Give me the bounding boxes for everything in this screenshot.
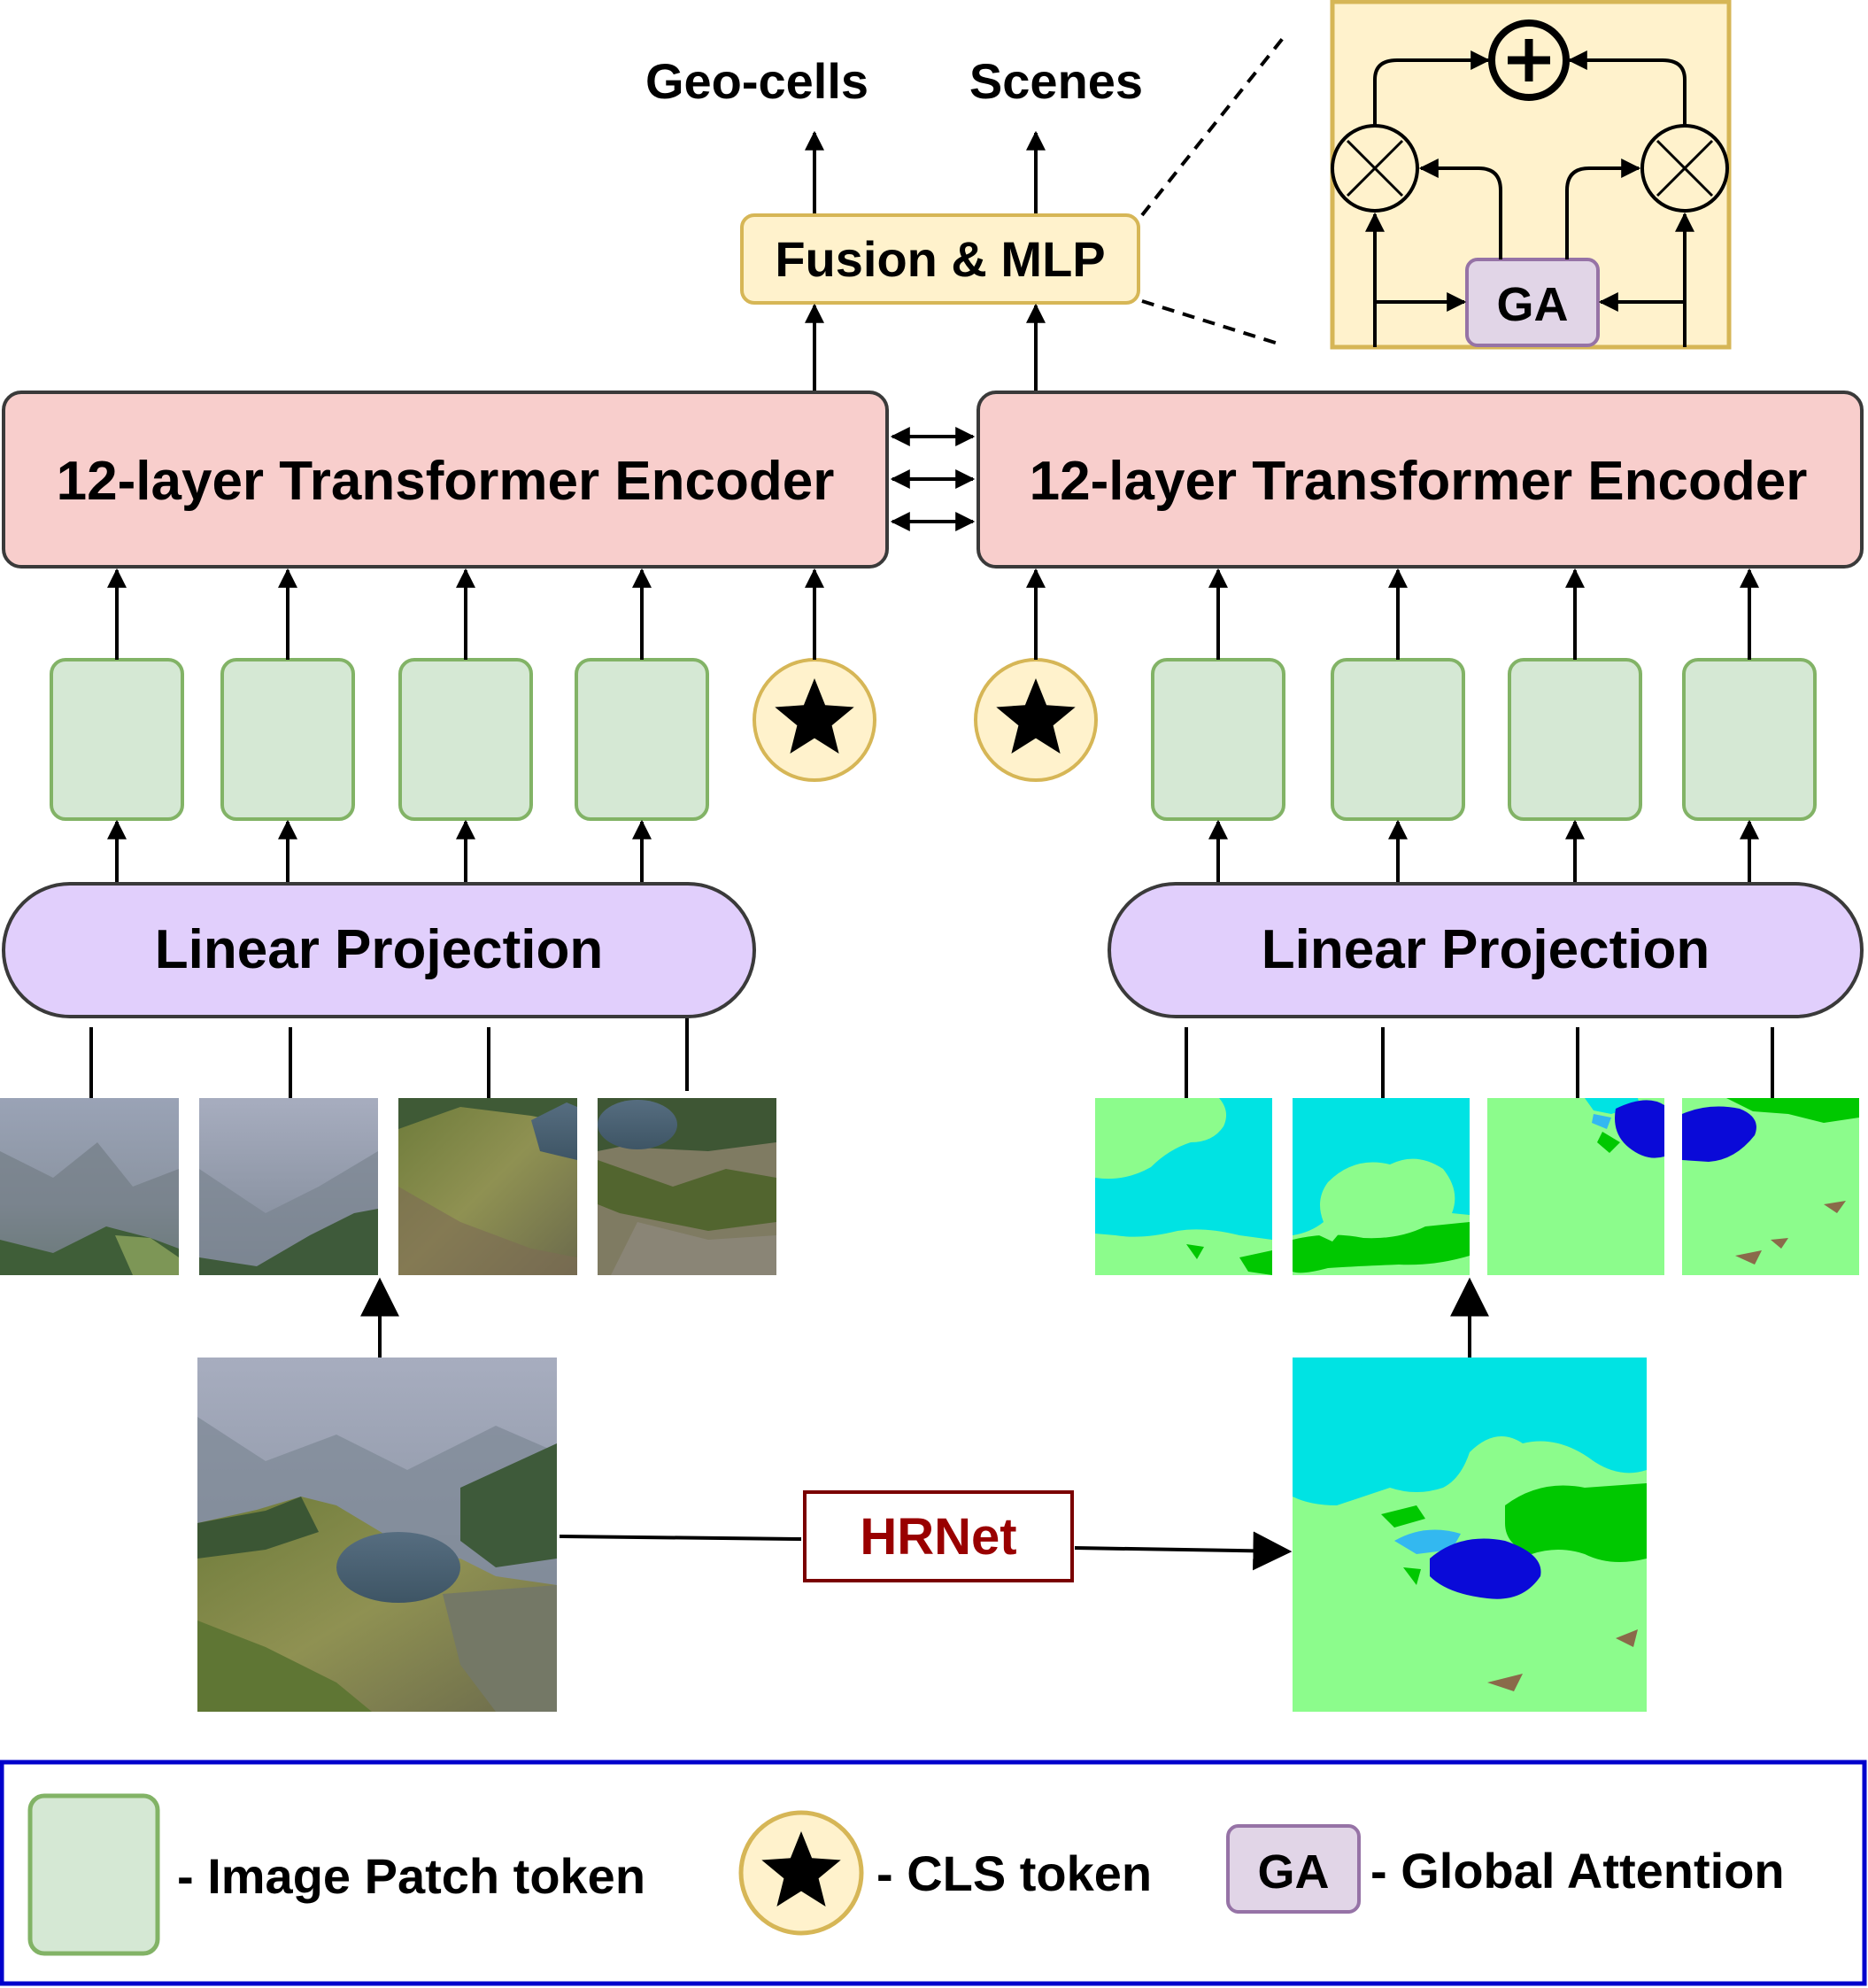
segmentation-patches — [1095, 1098, 1859, 1275]
ga-box — [1465, 258, 1600, 347]
patch-token — [1331, 658, 1465, 821]
legend-ga-swatch-label: GA — [1258, 1845, 1330, 1899]
fusion-mlp-box — [740, 213, 1140, 305]
linear-projection-right — [1108, 882, 1864, 1018]
patch-token — [398, 658, 533, 821]
segmentation-map — [1293, 1358, 1647, 1712]
transformer-encoder-right — [976, 391, 1864, 569]
fusion-mlp-label: Fusion & MLP — [775, 231, 1105, 287]
zoom-line-top — [1140, 35, 1285, 217]
star-icon — [996, 678, 1076, 754]
seg-patch — [1487, 1098, 1664, 1275]
patch-token — [575, 658, 709, 821]
arrow-hrnet-to-segmap — [1074, 1531, 1293, 1571]
encoder-left-label: 12-layer Transformer Encoder — [57, 451, 835, 512]
legend-patch-swatch — [27, 1793, 160, 1956]
legend-patch-label: - Image Patch token — [177, 1848, 645, 1904]
legend-ga-swatch — [1226, 1824, 1361, 1914]
geo-cells-label: Geo-cells — [645, 53, 868, 109]
zoom-line-bottom — [1141, 299, 1285, 347]
seg-patch — [1293, 1098, 1470, 1275]
patch-token — [1682, 658, 1817, 821]
legend-ga-label: - Global Attention — [1370, 1843, 1785, 1899]
scenes-label: Scenes — [969, 53, 1143, 109]
legend-cls-label: - CLS token — [876, 1845, 1152, 1901]
patch-token — [1151, 658, 1285, 821]
photo-patches — [0, 1098, 776, 1275]
left-token-row — [50, 658, 876, 821]
patch-token — [1508, 658, 1642, 821]
hrnet-label: HRNet — [860, 1508, 1016, 1566]
hrnet-box — [803, 1490, 1074, 1582]
linear-projection-left-label: Linear Projection — [155, 919, 603, 980]
star-icon — [775, 678, 854, 754]
transformer-encoder-left — [2, 391, 889, 569]
star-icon — [761, 1831, 841, 1907]
right-token-row — [974, 658, 1817, 821]
patch-token — [220, 658, 355, 821]
ga-box-label: GA — [1497, 278, 1569, 331]
patch-token — [50, 658, 184, 821]
seg-patch — [1095, 1098, 1272, 1275]
source-photo — [197, 1358, 557, 1712]
seg-patch — [1682, 1098, 1859, 1275]
photo-patch — [598, 1098, 776, 1275]
legend-frame — [0, 1760, 1867, 1986]
ga-fusion-detail: GA — [1330, 0, 1732, 350]
linear-projection-right-label: Linear Projection — [1262, 919, 1710, 980]
photo-patch — [199, 1098, 378, 1275]
linear-projection-left — [2, 882, 756, 1018]
photo-patch — [398, 1098, 577, 1275]
encoder-right-label: 12-layer Transformer Encoder — [1030, 451, 1808, 512]
legend: - Image Patch token - CLS token GA - Glo… — [0, 1760, 1867, 1986]
photo-patch — [0, 1098, 179, 1275]
